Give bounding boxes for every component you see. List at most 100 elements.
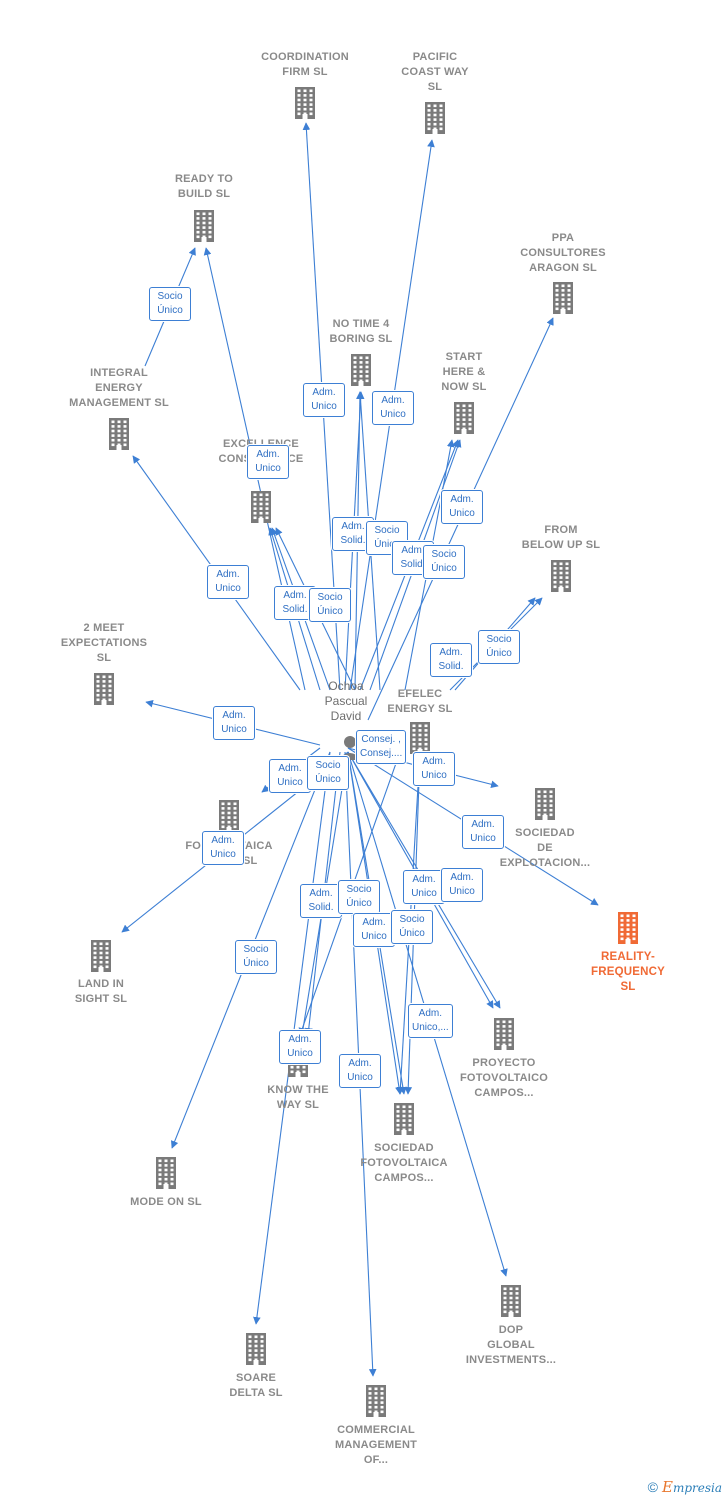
relation-badge[interactable]: Adm.Unico,... [408,1004,453,1038]
relation-badge-line: Socio [346,884,372,895]
relation-badge[interactable]: Adm.Unico [207,565,249,599]
relation-badge-line: Adm. [309,888,333,899]
relation-badge[interactable]: Adm.Unico [462,815,504,849]
building-icon[interactable] [493,1018,515,1055]
building-icon[interactable] [424,102,446,139]
building-icon[interactable] [218,800,240,837]
relation-badge[interactable]: Adm.Unico [339,1054,381,1088]
relation-badge-line: Solid. [340,535,366,546]
building-icon[interactable] [393,1103,415,1140]
relation-badge[interactable]: Adm.Unico [372,391,414,425]
relation-badge[interactable]: Adm.Unico [303,383,345,417]
person-name-line: Pascual [324,694,368,708]
relation-badge[interactable]: Consej. ,Consej.... [356,730,407,764]
building-icon[interactable] [245,1333,267,1370]
building-icon[interactable] [93,673,115,710]
relation-badge-line: Adm. [256,449,280,460]
company-label-line: NOW SL [441,381,487,393]
building-icon[interactable] [250,491,272,528]
relation-badge[interactable]: Adm.Unico [353,913,395,947]
relation-badge[interactable]: Adm.Unico [213,706,255,740]
building-icon[interactable] [90,940,112,977]
relation-badge[interactable]: Adm.Unico [202,831,244,865]
building-icon[interactable] [534,788,556,825]
relation-badge[interactable]: Adm.Unico [279,1030,321,1064]
company-label-modeon[interactable]: MODE ON SL [106,1195,226,1210]
company-label-line: DE [537,842,553,854]
company-label-line: FOTOVOLTAICO [460,1072,548,1084]
building-icon[interactable] [155,1157,177,1194]
building-icon[interactable] [193,210,215,247]
company-label-line: ENERGY [95,382,143,394]
company-label-line: ARAGON SL [529,262,597,274]
relation-badge[interactable]: Adm.Solid. [300,884,342,918]
relation-badge[interactable]: Adm.Solid. [430,643,472,677]
company-label-line: CAMPOS... [374,1172,434,1184]
relation-badge-line: Unico [287,1048,313,1059]
company-label-line: PACIFIC [412,51,458,63]
relation-badge-line: Solid. [400,559,426,570]
building-icon[interactable] [409,722,431,759]
relation-badge-line: Adm. [381,395,405,406]
person-name[interactable]: Ochoa Pascual David [308,679,384,724]
relation-badge[interactable]: Adm.Unico [247,445,289,479]
relation-badge-line: Adm. [412,874,436,885]
building-icon[interactable] [453,402,475,439]
relation-badge-line: Adm. [418,1008,443,1019]
relation-badge-line: Unico [277,777,303,788]
relation-badge-line: Unico [215,583,241,594]
relation-badge-line: Único [317,606,343,617]
building-icon[interactable] [294,87,316,124]
relation-badge-line: Unico [347,1072,373,1083]
company-label-line: START [445,351,483,363]
relation-badge-line: Único [399,928,425,939]
relation-badge[interactable]: Adm.Unico [413,752,455,786]
relation-badge-line: Unico [449,886,475,897]
relation-badge-line: Adm. [471,819,495,830]
building-icon[interactable] [108,418,130,455]
building-icon[interactable] [550,560,572,597]
relation-badge-line: Unico [311,401,337,412]
company-label-line: DELTA SL [229,1387,283,1399]
company-label-line: HERE & [442,366,486,378]
building-icon[interactable] [500,1285,522,1322]
company-label-start[interactable]: START HERE & NOW SL [404,350,524,395]
relation-badge[interactable]: Adm.Unico [441,868,483,902]
company-label-line: SIGHT SL [74,993,128,1005]
relation-badge[interactable]: Adm.Unico [403,870,445,904]
building-icon[interactable] [617,912,639,949]
building-icon[interactable] [350,354,372,391]
company-label-line: SL [427,81,443,93]
company-label-line: COMMERCIAL [337,1424,415,1436]
relation-badge[interactable]: Adm.Unico [269,759,311,793]
relation-badge[interactable]: Adm.Unico [441,490,483,524]
building-icon[interactable] [552,282,574,319]
building-icon[interactable] [365,1385,387,1422]
